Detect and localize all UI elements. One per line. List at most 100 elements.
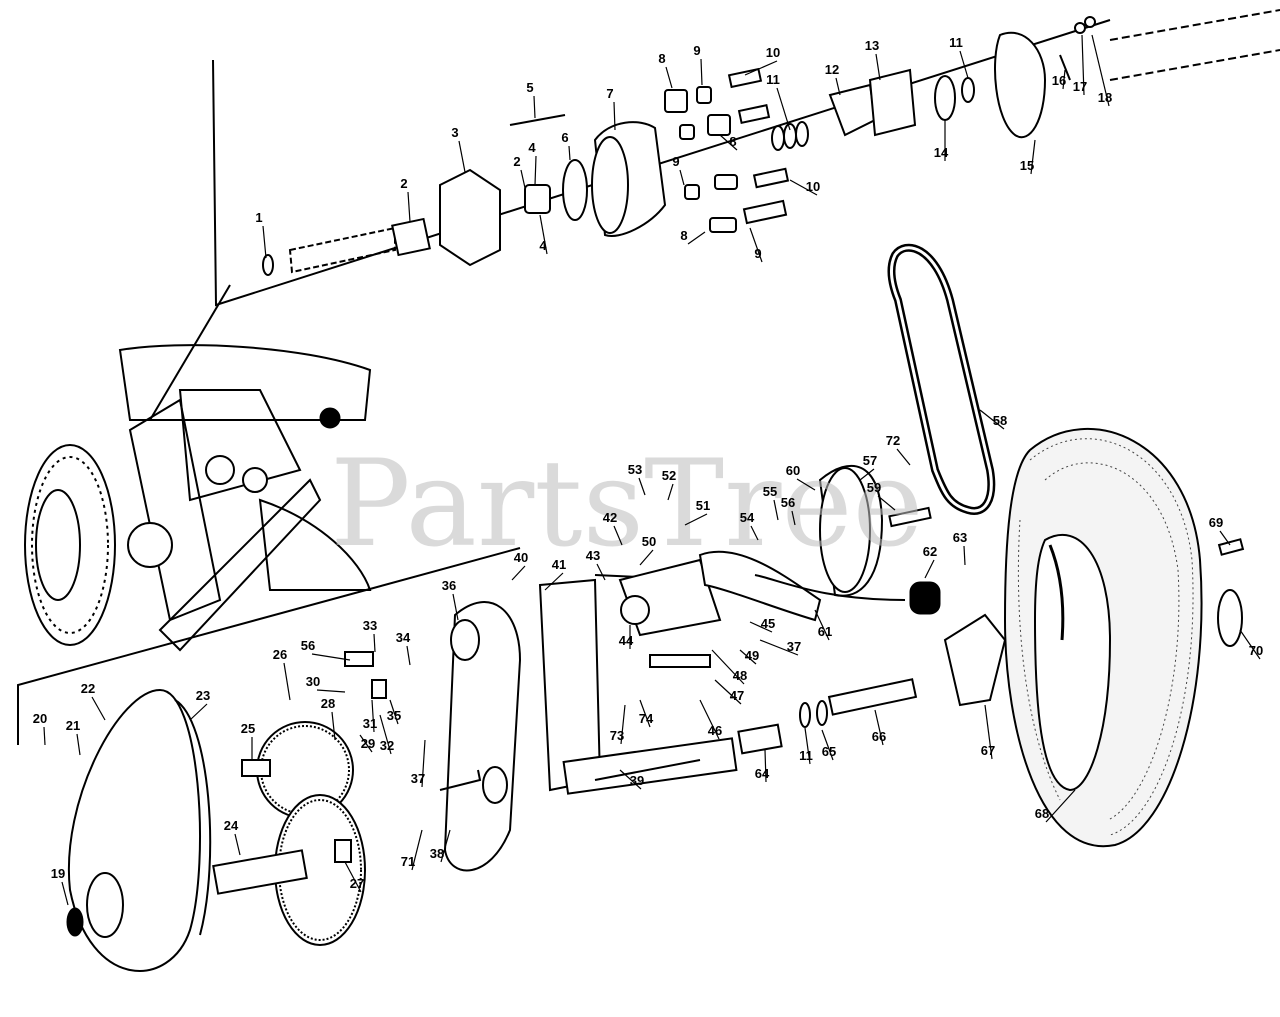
callout-leader-line	[283, 662, 291, 701]
callout-number: 11	[766, 72, 780, 87]
callout-13: 13	[865, 38, 881, 81]
callout-leader-line	[568, 145, 571, 161]
callout-17: 17	[1073, 34, 1087, 96]
callout-leader-line	[539, 214, 548, 255]
callout-68: 68	[1035, 789, 1076, 823]
callout-44: 44	[619, 625, 634, 649]
callout-number: 12	[825, 62, 839, 77]
callout-8: 8	[719, 134, 738, 151]
callout-leader-line	[406, 645, 411, 666]
callout-number: 5	[526, 80, 533, 95]
callout-leader-line	[959, 50, 969, 79]
callout-number: 34	[396, 630, 411, 645]
callout-33: 33	[363, 618, 377, 653]
callout-63: 63	[953, 530, 967, 566]
callout-number: 18	[1098, 90, 1112, 105]
callout-number: 16	[1052, 73, 1066, 88]
callout-58: 58	[979, 409, 1007, 430]
mower-overview-sketch	[24, 284, 372, 652]
callout-54: 54	[740, 510, 759, 541]
callout-leader-line	[1045, 789, 1076, 823]
callout-number: 6	[561, 130, 568, 145]
callout-number: 41	[552, 557, 566, 572]
callout-number: 61	[818, 624, 832, 639]
callout-leader-line	[316, 689, 346, 693]
callout-10: 10	[744, 45, 780, 76]
callout-39: 39	[619, 769, 644, 790]
callout-leader-line	[665, 66, 673, 89]
callout-number: 56	[301, 638, 315, 653]
callout-23: 23	[189, 688, 210, 721]
callout-leader-line	[963, 545, 966, 566]
callout-number: 11	[799, 748, 813, 763]
callout-18: 18	[1091, 34, 1112, 107]
callout-number: 10	[806, 179, 820, 194]
callout-leader-line	[874, 709, 884, 746]
callout-leader-line	[411, 829, 423, 871]
callout-number: 37	[411, 771, 425, 786]
callout-leader-line	[76, 733, 81, 756]
callout-number: 17	[1073, 79, 1087, 94]
callout-10: 10	[789, 179, 820, 196]
callout-9: 9	[693, 43, 703, 86]
v-belt	[887, 243, 996, 515]
callout-61: 61	[814, 609, 832, 641]
callout-50: 50	[639, 534, 656, 566]
callout-number: 52	[662, 468, 676, 483]
callout-leader-line	[359, 734, 373, 753]
callout-42: 42	[603, 510, 623, 546]
callout-leader-line	[331, 711, 336, 741]
callout-number: 72	[886, 433, 900, 448]
inset-frame-lines	[17, 19, 1111, 745]
callout-4: 4	[528, 140, 537, 186]
callout-22: 22	[81, 681, 106, 721]
callout-number: 69	[1209, 515, 1223, 530]
callout-number: 59	[867, 480, 881, 495]
callout-leader-line	[739, 649, 757, 665]
callout-leader-line	[791, 510, 796, 526]
callout-number: 35	[387, 708, 401, 723]
callout-number: 3	[451, 125, 458, 140]
callout-66: 66	[872, 709, 886, 746]
callout-number: 30	[306, 674, 320, 689]
callout-40: 40	[511, 550, 528, 581]
callout-65: 65	[821, 729, 836, 761]
callout-leader-line	[371, 699, 375, 733]
callout-number: 26	[273, 647, 287, 662]
callout-leader-line	[711, 649, 745, 685]
callout-leader-line	[596, 563, 606, 581]
callout-31: 31	[363, 699, 377, 733]
callout-leader-line	[859, 468, 875, 481]
callout-leader-line	[714, 679, 742, 705]
callout-69: 69	[1209, 515, 1231, 546]
callout-41: 41	[544, 557, 566, 591]
callout-leader-line	[534, 155, 537, 186]
callout-leader-line	[750, 525, 759, 541]
callout-leader-line	[789, 179, 818, 196]
callout-leader-line	[43, 726, 46, 746]
callout-leader-line	[700, 58, 703, 86]
callout-leader-line	[1239, 629, 1261, 660]
callout-number: 54	[740, 510, 755, 525]
callout-number: 63	[953, 530, 967, 545]
callout-leader-line	[639, 549, 654, 566]
callout-leader-line	[520, 169, 526, 189]
callout-number: 43	[586, 548, 600, 563]
callout-leader-line	[1219, 530, 1231, 546]
callout-number: 57	[863, 453, 877, 468]
callout-leader-line	[814, 609, 830, 641]
callout-21: 21	[66, 718, 81, 756]
callout-leader-line	[1081, 34, 1085, 96]
callout-36: 36	[442, 578, 459, 621]
callout-number: 8	[680, 228, 687, 243]
callout-number: 42	[603, 510, 617, 525]
callout-24: 24	[224, 818, 241, 856]
callout-64: 64	[755, 749, 770, 783]
callout-number: 62	[923, 544, 937, 559]
callout-51: 51	[684, 498, 710, 526]
callout-number: 9	[754, 246, 761, 261]
callout-number: 2	[513, 154, 520, 169]
callout-number: 23	[196, 688, 210, 703]
callout-leader-line	[924, 559, 935, 579]
